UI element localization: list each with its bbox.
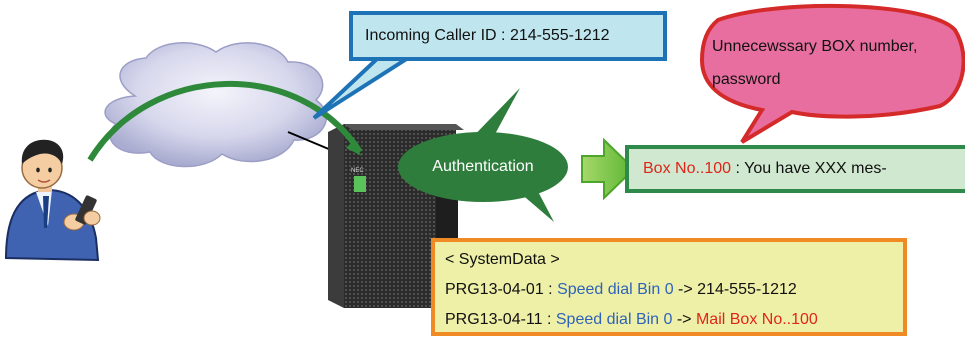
mailbox-number: Box No..100 [643, 160, 732, 177]
systemdata-header: < SystemData > [445, 251, 560, 268]
device-badge: NEC [351, 168, 364, 174]
network-cloud-icon [104, 42, 327, 168]
systemdata-item: Speed dial Bin 0 [557, 281, 674, 298]
mailbox-message-box: Box No..100 : You have XXX mes- [625, 145, 965, 193]
call-arc-head [346, 142, 362, 156]
call-arc [87, 81, 363, 162]
forward-arrow-icon [581, 137, 636, 201]
systemdata-value: Mail Box No..100 [695, 311, 818, 328]
password-callout-line1: Unnecewssary BOX number, [712, 38, 918, 55]
systemdata-prg: PRG13-04-11 : [445, 311, 556, 328]
systemdata-value: 214-555-1212 [697, 281, 797, 298]
password-callout-text: Unnecewssary BOX number, password [712, 30, 962, 96]
systemdata-row: PRG13-04-11 : Speed dial Bin 0 -> Mail B… [445, 305, 903, 335]
pbx-server-icon [328, 124, 464, 308]
authentication-label: Authentication [432, 158, 534, 175]
password-callout-line2: password [712, 71, 781, 88]
mobile-phone-icon [75, 195, 97, 225]
callerid-text: Incoming Caller ID : 214-555-1212 [365, 27, 610, 44]
callerid-callout-tail [312, 56, 415, 120]
systemdata-item: Speed dial Bin 0 [555, 311, 673, 328]
systemdata-arrow: -> [672, 311, 696, 328]
status-led-icon [354, 176, 366, 192]
password-callout [699, 3, 965, 144]
systemdata-arrow: -> [673, 281, 698, 298]
mailbox-message-text: : You have XXX mes- [731, 160, 887, 177]
callerid-callout: Incoming Caller ID : 214-555-1212 [349, 11, 667, 61]
systemdata-box: < SystemData > PRG13-04-01 : Speed dial … [431, 238, 907, 336]
systemdata-row: PRG13-04-01 : Speed dial Bin 0 -> 214-55… [445, 275, 903, 305]
systemdata-prg: PRG13-04-01 : [445, 281, 558, 298]
authentication-bubble [398, 88, 568, 222]
user-with-phone-icon [4, 139, 101, 262]
